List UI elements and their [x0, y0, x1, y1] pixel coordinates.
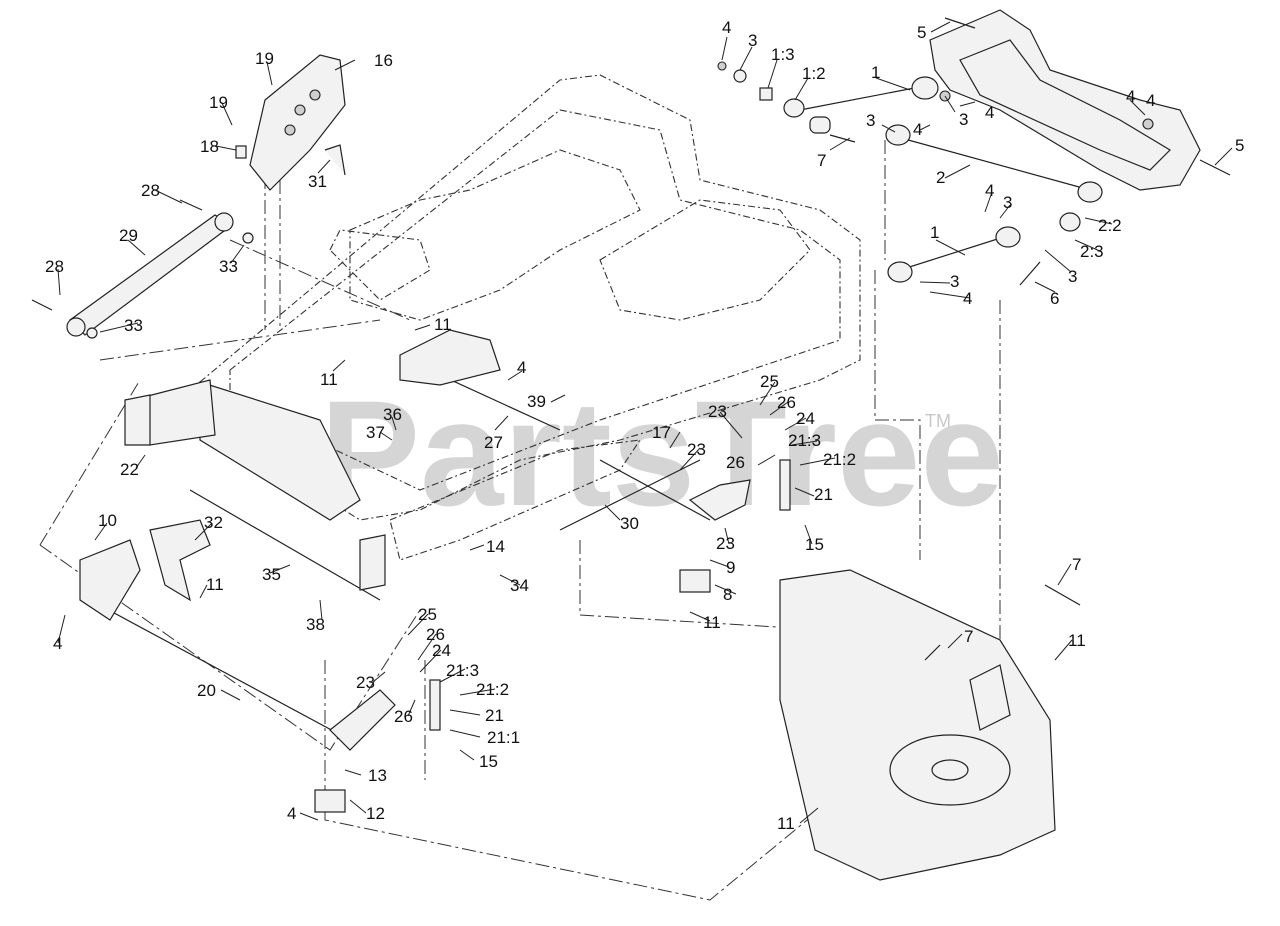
callout-11-c: 11 [206, 575, 224, 594]
callout-26-c: 26 [426, 625, 445, 644]
callout-11-e: 11 [1068, 631, 1086, 650]
callout-4-d: 4 [913, 120, 922, 139]
callout-3-e: 3 [1068, 267, 1077, 286]
mower-deck [779, 569, 1081, 881]
callout-12: 12 [366, 804, 385, 823]
callout-3-d: 3 [1003, 193, 1012, 212]
callout-24-a: 24 [796, 409, 815, 428]
callout-4-c: 4 [985, 103, 994, 122]
callout-3-f: 3 [950, 272, 959, 291]
callout-26-a: 26 [777, 393, 796, 412]
callout-6: 6 [1050, 289, 1059, 308]
callout-21-1: 21:1 [487, 728, 520, 747]
callout-22: 22 [120, 460, 139, 479]
callout-21-2-b: 21:2 [476, 680, 509, 699]
callout-14: 14 [486, 537, 505, 556]
callout-20: 20 [197, 681, 216, 700]
callout-24-b: 24 [432, 641, 451, 660]
callout-4-j: 4 [1146, 91, 1155, 110]
callout-1-a: 1 [871, 63, 880, 82]
lift-arm-assembly [717, 9, 1231, 286]
callout-29: 29 [119, 226, 138, 245]
callout-15-b: 15 [479, 752, 498, 771]
callout-25-a: 25 [760, 372, 779, 391]
callout-34: 34 [510, 576, 529, 595]
callout-1-2-a: 1:2 [802, 64, 826, 83]
callout-11-f: 11 [777, 814, 795, 833]
callout-11-d: 11 [703, 613, 721, 632]
callout-4-f: 4 [963, 289, 972, 308]
callout-3-a: 3 [748, 31, 757, 50]
callout-8: 8 [723, 585, 732, 604]
callout-5-a: 5 [917, 23, 926, 42]
callout-4-b: 4 [1126, 87, 1135, 106]
callout-11-b: 11 [320, 370, 338, 389]
callout-7-a: 7 [817, 151, 826, 170]
callout-23-a: 23 [708, 402, 727, 421]
callout-4-i: 4 [287, 804, 296, 823]
callout-36: 36 [383, 405, 402, 424]
callout-19-a: 19 [255, 49, 274, 68]
callout-25-b: 25 [418, 605, 437, 624]
callout-4-e: 4 [985, 181, 994, 200]
callout-33-a: 33 [219, 257, 238, 276]
watermark-text: PartsTree [320, 369, 1004, 537]
callout-21-2-a: 21:2 [823, 450, 856, 469]
callout-labels: 4 3 1:3 1:2 1 5 4 3 4 3 4 7 5 2 4 3 2:2 … [45, 18, 1244, 833]
callout-2-2: 2:2 [1098, 216, 1122, 235]
callout-21-3-a: 21:3 [788, 431, 821, 450]
mower-frame [139, 74, 861, 561]
callout-4-h: 4 [53, 634, 62, 653]
phantom-lines [39, 140, 1001, 901]
callout-23-c: 23 [716, 534, 735, 553]
callout-21-3-b: 21:3 [446, 661, 479, 680]
callout-9: 9 [726, 558, 735, 577]
callout-33-b: 33 [124, 316, 143, 335]
callout-11-a: 11 [434, 315, 452, 334]
callout-28-a: 28 [141, 181, 160, 200]
callout-4-g: 4 [517, 358, 526, 377]
callout-3-c: 3 [866, 111, 875, 130]
callout-13: 13 [368, 766, 387, 785]
callout-3-b: 3 [959, 110, 968, 129]
callout-28-b: 28 [45, 257, 64, 276]
callout-5-b: 5 [1235, 136, 1244, 155]
callout-39: 39 [527, 392, 546, 411]
mounting-bracket [235, 54, 346, 191]
callout-35: 35 [262, 565, 281, 584]
callout-16: 16 [374, 51, 393, 70]
callout-18: 18 [200, 137, 219, 156]
link-29 [31, 199, 254, 339]
callout-2-3: 2:3 [1080, 242, 1104, 261]
callout-38: 38 [306, 615, 325, 634]
callout-23-d: 23 [356, 673, 375, 692]
watermark-trademark: TM [925, 411, 951, 431]
leader-lines [57, 21, 1233, 824]
callout-23-b: 23 [687, 440, 706, 459]
callout-26-d: 26 [394, 707, 413, 726]
callout-37: 37 [366, 423, 385, 442]
callout-2-a: 2 [936, 168, 945, 187]
callout-19-b: 19 [209, 93, 228, 112]
callout-32: 32 [204, 513, 223, 532]
callout-31: 31 [308, 172, 327, 191]
callout-4-a: 4 [722, 18, 731, 37]
callout-7-c: 7 [964, 627, 973, 646]
callout-1-b: 1 [930, 223, 939, 242]
callout-30: 30 [620, 514, 639, 533]
callout-10: 10 [98, 511, 117, 530]
callout-1-3-a: 1:3 [771, 45, 795, 64]
callout-21-a: 21 [814, 485, 833, 504]
callout-15-a: 15 [805, 535, 824, 554]
callout-7-b: 7 [1072, 555, 1081, 574]
callout-17: 17 [652, 423, 671, 442]
lift-shafts [79, 329, 791, 813]
callout-21-b: 21 [485, 706, 504, 725]
callout-27: 27 [484, 433, 503, 452]
callout-26-b: 26 [726, 453, 745, 472]
